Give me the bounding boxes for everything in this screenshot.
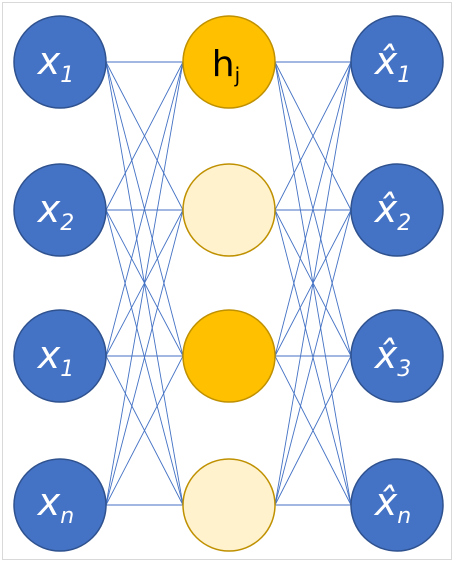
input-node-4-label: x bbox=[37, 480, 61, 524]
input-node-3-label: x bbox=[37, 333, 61, 377]
input-node-3-subscript: 1 bbox=[60, 357, 74, 382]
input-hidden-edge-2-1 bbox=[105, 61, 184, 211]
output-node-1-subscript: 1 bbox=[397, 63, 411, 88]
input-node-4-subscript: n bbox=[60, 504, 74, 529]
output-node-2-label: x̂ bbox=[374, 187, 398, 231]
input-node-3: x1 bbox=[13, 309, 107, 403]
svg-text:x̂2: x̂2 bbox=[374, 187, 412, 236]
svg-text:x̂3: x̂3 bbox=[374, 333, 412, 382]
input-node-2-label: x bbox=[37, 187, 61, 231]
connections bbox=[105, 61, 352, 506]
hidden-node-4 bbox=[182, 458, 276, 552]
input-hidden-edge-4-3 bbox=[105, 355, 184, 506]
svg-text:xn: xn bbox=[37, 480, 74, 529]
svg-text:x1: x1 bbox=[37, 39, 75, 88]
hidden-node-3 bbox=[182, 309, 276, 403]
input-node-1: x1 bbox=[13, 15, 107, 109]
output-node-1-label: x̂ bbox=[374, 39, 398, 83]
hidden-node-1-subscript: j bbox=[234, 63, 241, 87]
output-node-4-subscript: n bbox=[397, 504, 411, 529]
svg-text:x̂n: x̂n bbox=[374, 480, 411, 529]
input-node-1-label: x bbox=[37, 39, 61, 83]
output-node-3-subscript: 3 bbox=[397, 357, 411, 382]
hidden-node-1-label: h bbox=[212, 44, 235, 85]
input-hidden-edge-4-1 bbox=[105, 61, 184, 506]
output-node-4: x̂n bbox=[350, 458, 444, 552]
input-node-4: xn bbox=[13, 458, 107, 552]
hidden-output-edge-2-1 bbox=[274, 61, 352, 211]
input-node-2: x2 bbox=[13, 163, 107, 257]
hidden-node-2 bbox=[182, 163, 276, 257]
svg-text:x̂1: x̂1 bbox=[374, 39, 412, 88]
hidden-output-edge-3-1 bbox=[274, 61, 352, 357]
svg-text:x1: x1 bbox=[37, 333, 75, 382]
hidden-output-edge-4-1 bbox=[274, 61, 352, 506]
input-node-1-subscript: 1 bbox=[60, 63, 74, 88]
output-node-2: x̂2 bbox=[350, 163, 444, 257]
svg-text:hj: hj bbox=[212, 44, 240, 87]
input-node-2-subscript: 2 bbox=[60, 211, 74, 236]
hidden-node-1: hj bbox=[182, 15, 276, 109]
hidden-output-edge-4-2 bbox=[274, 209, 352, 506]
output-node-3: x̂3 bbox=[350, 309, 444, 403]
hidden-output-edge-4-3 bbox=[274, 355, 352, 506]
output-node-2-subscript: 2 bbox=[397, 211, 411, 236]
output-node-3-label: x̂ bbox=[374, 333, 398, 377]
input-hidden-edge-3-1 bbox=[105, 61, 184, 357]
output-node-1: x̂1 bbox=[350, 15, 444, 109]
input-hidden-edge-4-2 bbox=[105, 209, 184, 506]
diagram-frame bbox=[2, 2, 452, 560]
svg-text:x2: x2 bbox=[37, 187, 75, 236]
output-node-4-label: x̂ bbox=[374, 480, 398, 524]
